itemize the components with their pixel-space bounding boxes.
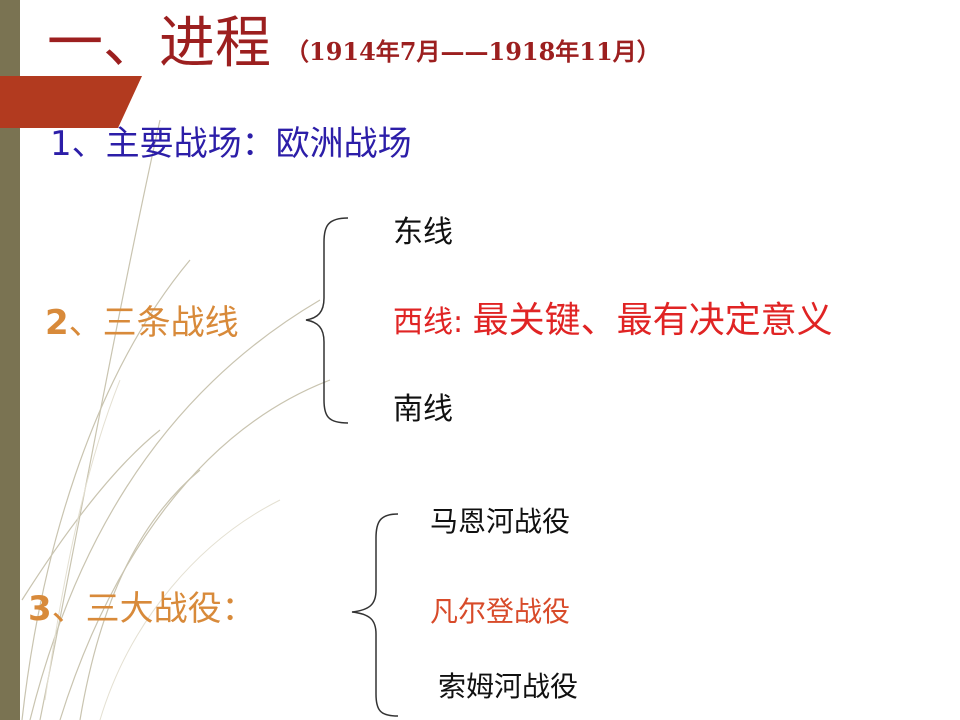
battle-marne: 马恩河战役	[430, 505, 571, 538]
point-three-battles: 3、三大战役：	[28, 592, 256, 626]
point-label: 、三条战线	[68, 303, 239, 343]
front-west: 西线: 最关键、最有决定意义	[393, 303, 833, 339]
point-number: 2	[45, 303, 69, 343]
front-west-note: 最关键、最有决定意义	[472, 300, 833, 341]
battle-somme: 索姆河战役	[438, 670, 579, 703]
front-west-label: 西线:	[393, 305, 464, 340]
point-label: 、三大战役：	[51, 589, 256, 629]
date-range: （1914年7月——1918年11月）	[285, 37, 661, 66]
left-side-bar	[0, 0, 20, 720]
battle-verdun: 凡尔登战役	[430, 595, 571, 628]
point-main-battlefield: 1、主要战场：欧洲战场	[50, 124, 412, 164]
front-south: 南线	[393, 392, 453, 427]
front-east: 东线	[393, 215, 453, 250]
point-three-fronts: 2、三条战线	[45, 306, 239, 340]
slide-title: 一、进程	[47, 11, 271, 76]
point-number: 3	[28, 589, 52, 629]
title-accent-block	[0, 76, 142, 128]
